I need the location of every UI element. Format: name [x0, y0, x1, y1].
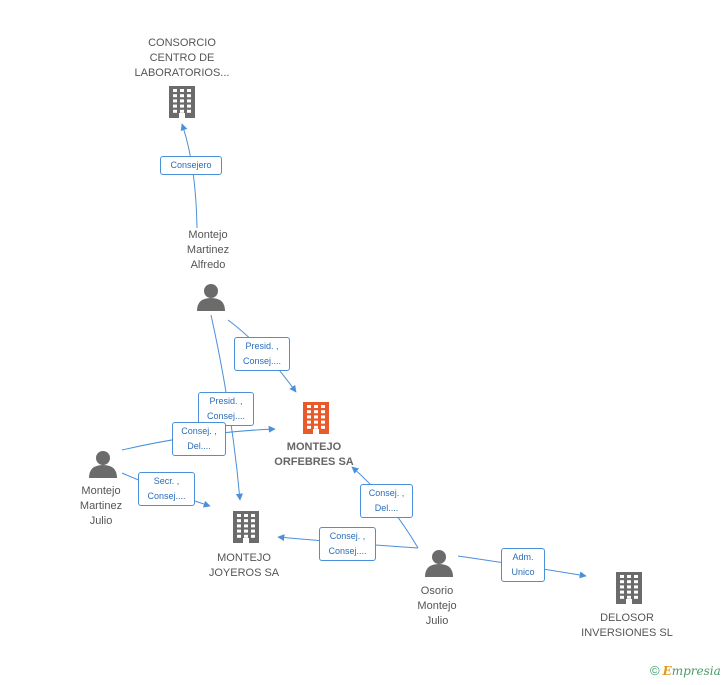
brand-logo: Empresia	[662, 664, 721, 678]
person-icon[interactable]	[425, 550, 453, 577]
building-icon[interactable]	[169, 86, 195, 118]
edge-label[interactable]: Consejero	[160, 156, 222, 175]
edge-label[interactable]: Consej. , Consej....	[319, 527, 376, 561]
edge-label[interactable]: Presid. , Consej....	[234, 337, 290, 371]
node-label-osorio[interactable]: Osorio Montejo Julio	[417, 585, 457, 627]
person-icon[interactable]	[197, 284, 225, 311]
edge-label[interactable]: Adm. Unico	[501, 548, 545, 582]
building-icon[interactable]	[303, 402, 329, 434]
building-icon[interactable]	[616, 572, 642, 604]
edge-label[interactable]: Presid. , Consej....	[198, 392, 254, 426]
node-label-joyeros[interactable]: MONTEJO JOYEROS SA	[208, 552, 280, 579]
node-label-consorcio[interactable]: CONSORCIO CENTRO DE LABORATORIOS...	[134, 37, 230, 79]
edge-label[interactable]: Secr. , Consej....	[138, 472, 195, 506]
footer-brand: ©Empresia	[650, 663, 721, 678]
edge-label[interactable]: Consej. , Del....	[360, 484, 413, 518]
person-icon[interactable]	[89, 451, 117, 478]
edge-line-alfredo-consorcio	[180, 123, 198, 229]
edge-label[interactable]: Consej. , Del....	[172, 422, 226, 456]
node-label-orfebres[interactable]: MONTEJO ORFEBRES SA	[274, 441, 354, 468]
node-label-delosor[interactable]: DELOSOR INVERSIONES SL	[581, 612, 673, 639]
copyright-symbol: ©	[650, 663, 660, 678]
building-icon[interactable]	[233, 511, 259, 543]
node-label-julio_mm[interactable]: Montejo Martinez Julio	[79, 485, 123, 527]
node-label-alfredo[interactable]: Montejo Martinez Alfredo	[186, 229, 230, 271]
